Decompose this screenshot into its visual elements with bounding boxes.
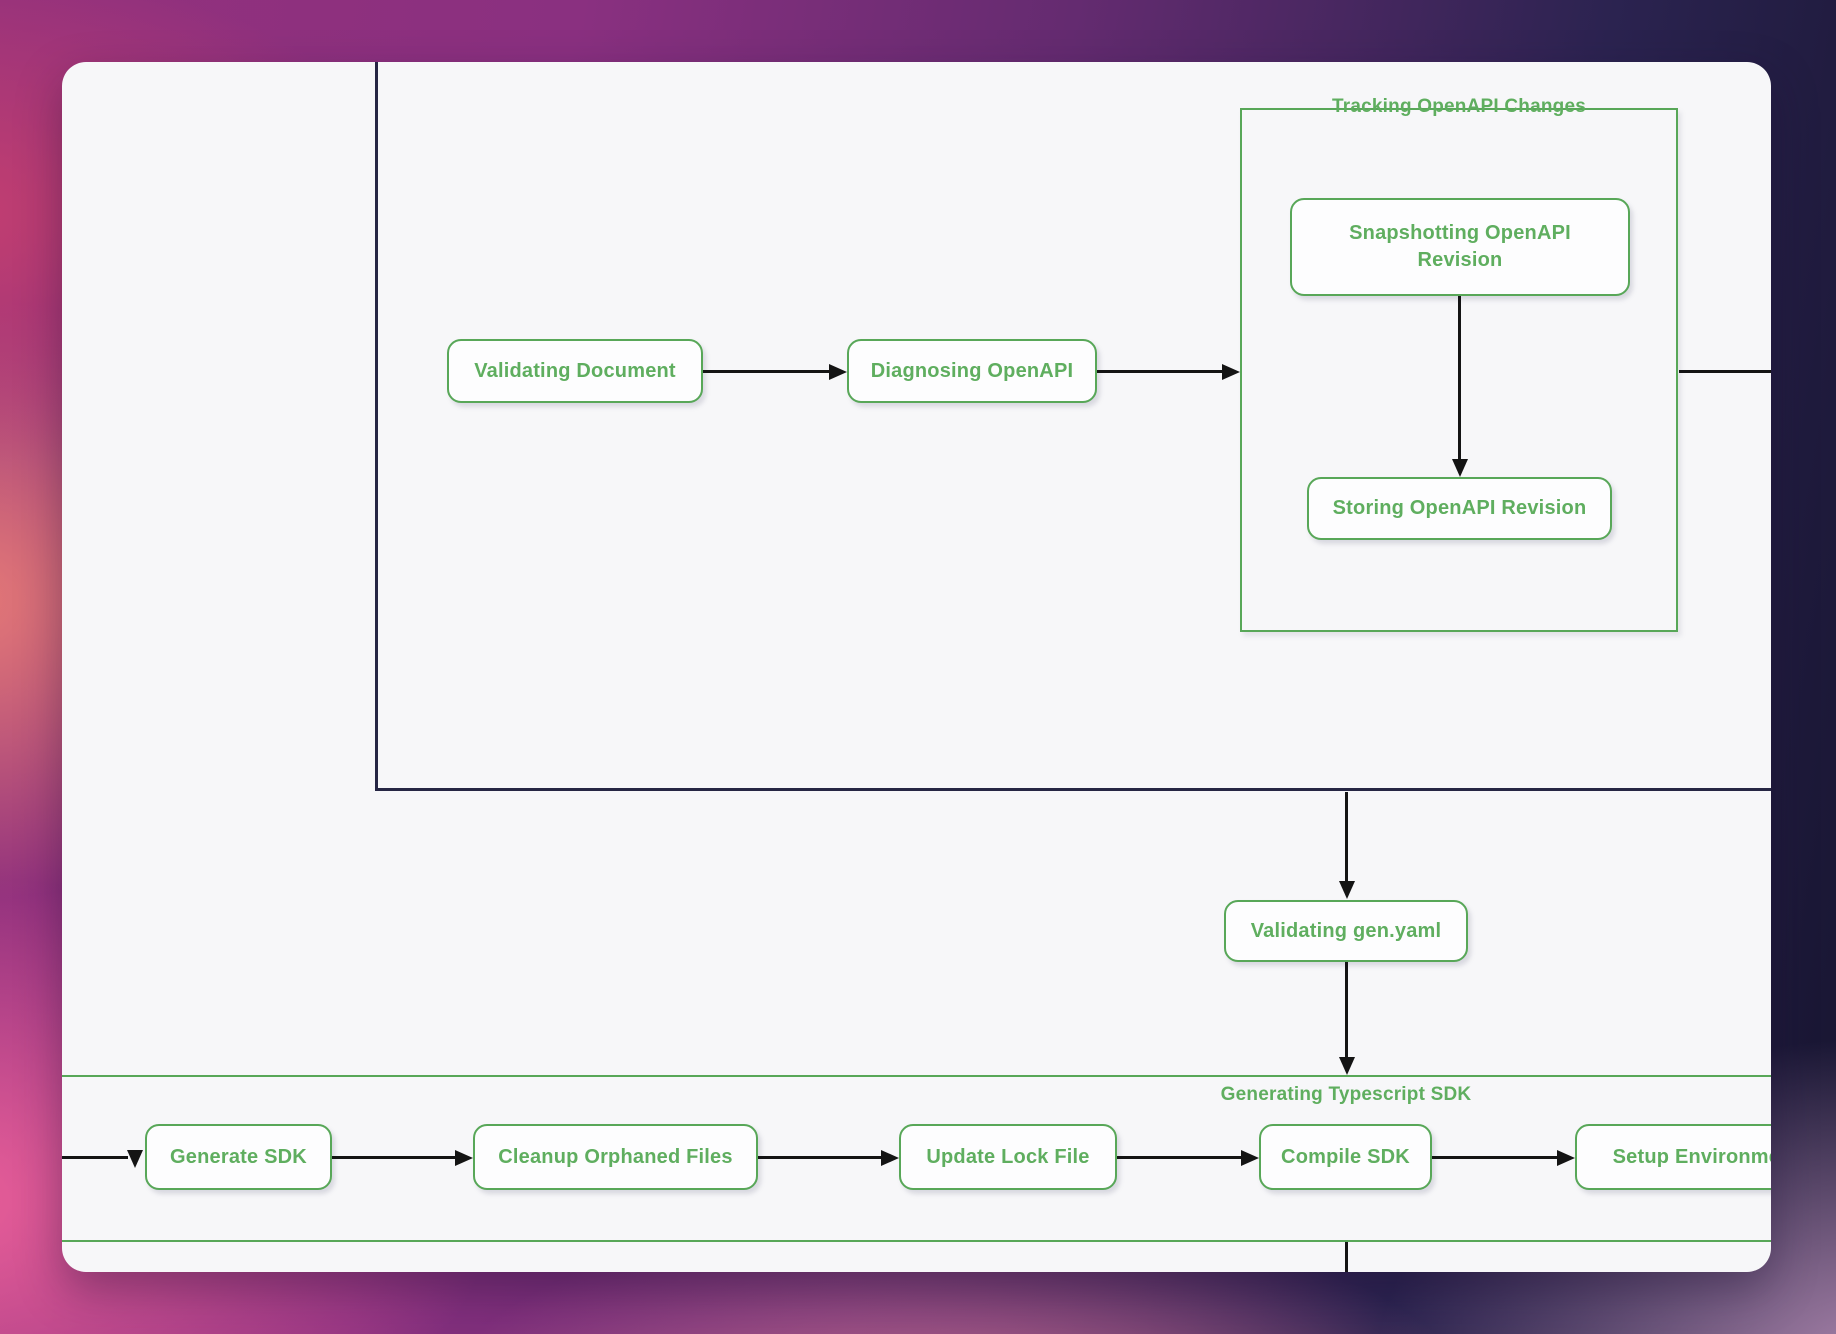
arrowhead-down-icon (1339, 881, 1355, 899)
edge-validating-to-diagnosing (703, 370, 831, 373)
arrowhead-right-icon (127, 1150, 143, 1176)
arrowhead-down-icon (1339, 1057, 1355, 1075)
sdk-band-title: Generating Typescript SDK (1220, 1084, 1472, 1105)
edge-lockfile-to-compile (1117, 1156, 1241, 1159)
edge-enter-generate-sdk (62, 1156, 128, 1159)
edge-boundary-to-genyaml (1345, 792, 1348, 882)
edge-diagnosing-to-tracking (1097, 370, 1224, 373)
group-tracking-title: Tracking OpenAPI Changes (1332, 96, 1586, 117)
node-storing-openapi-revision: Storing OpenAPI Revision (1307, 477, 1612, 540)
arrowhead-right-icon (1557, 1150, 1575, 1166)
edge-compile-to-setup (1432, 1156, 1557, 1159)
node-validating-document: Validating Document (447, 339, 703, 403)
group-generating-typescript-sdk (62, 1075, 1771, 1242)
edge-cleanup-to-lockfile (758, 1156, 881, 1159)
arrowhead-down-icon (1452, 459, 1468, 477)
node-diagnosing-openapi: Diagnosing OpenAPI (847, 339, 1097, 403)
node-compile-sdk: Compile SDK (1259, 1124, 1432, 1190)
edge-snapshotting-to-storing (1458, 296, 1461, 460)
node-validating-gen-yaml: Validating gen.yaml (1224, 900, 1468, 962)
edge-generate-to-cleanup (332, 1156, 455, 1159)
arrowhead-right-icon (1222, 364, 1240, 380)
arrowhead-right-icon (1241, 1150, 1259, 1166)
node-snapshotting-openapi-revision: Snapshotting OpenAPI Revision (1290, 198, 1630, 296)
diagram-canvas: Validating Document Diagnosing OpenAPI T… (62, 62, 1771, 1272)
node-cleanup-orphaned-files: Cleanup Orphaned Files (473, 1124, 758, 1190)
node-generate-sdk: Generate SDK (145, 1124, 332, 1190)
group-tracking-openapi-changes (1240, 108, 1678, 632)
node-setup-environment: Setup Environment (1575, 1124, 1771, 1190)
arrowhead-right-icon (881, 1150, 899, 1166)
arrowhead-right-icon (829, 364, 847, 380)
edge-genyaml-to-sdk-band (1345, 962, 1348, 1058)
arrowhead-right-icon (455, 1150, 473, 1166)
outer-flow-boundary (375, 62, 1771, 791)
edge-sdk-band-exit-down (1345, 1242, 1348, 1272)
node-update-lock-file: Update Lock File (899, 1124, 1117, 1190)
edge-tracking-exit-right (1679, 370, 1771, 373)
